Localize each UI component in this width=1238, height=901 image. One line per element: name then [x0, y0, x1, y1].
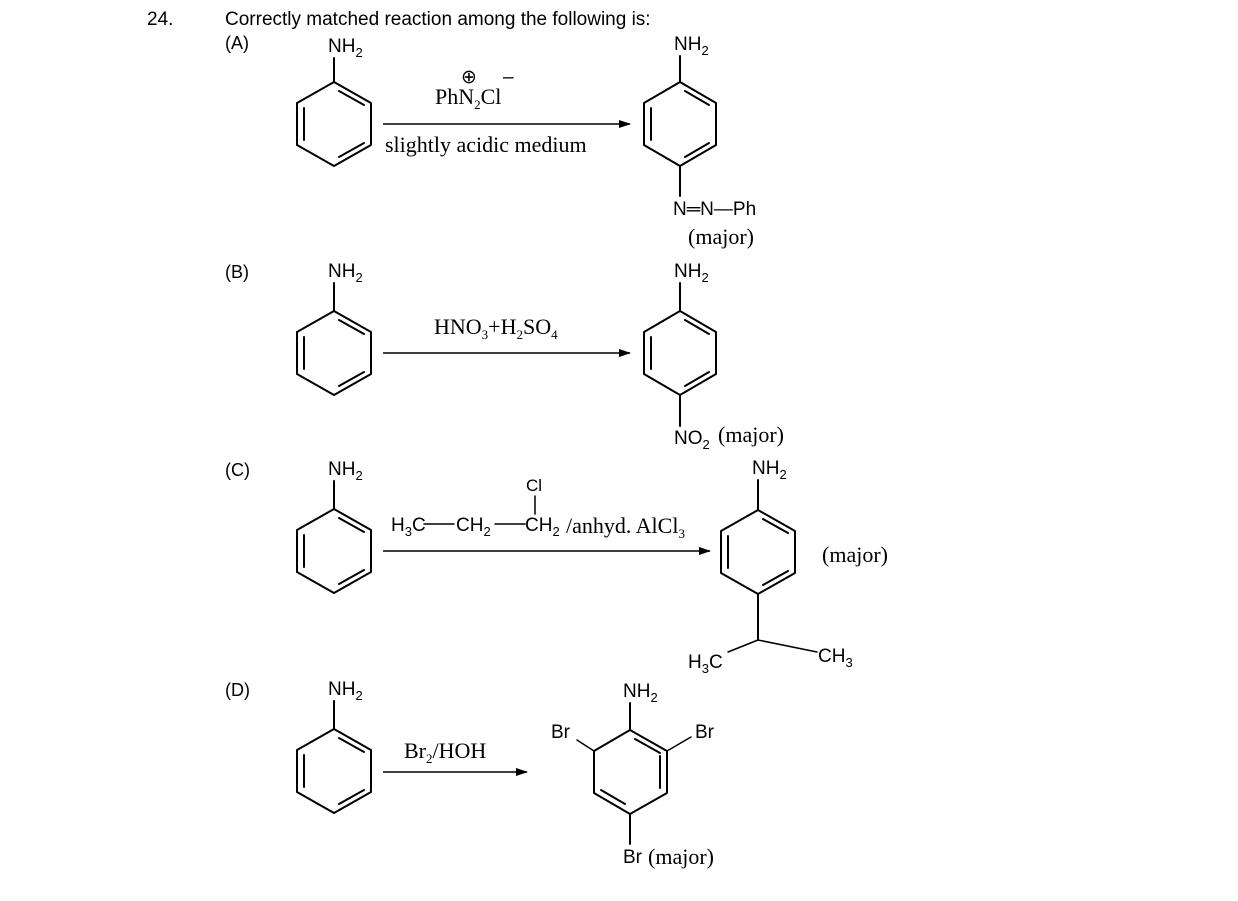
question-number: 24. — [147, 9, 173, 30]
benzene-ring — [720, 509, 796, 595]
bond-line — [727, 639, 759, 653]
option-a-label: (A) — [225, 33, 249, 53]
option-c-product-left: H3C — [688, 652, 723, 676]
reagent-ch2-b: CH2 — [525, 515, 560, 539]
option-c-reagent: Cl H3C CH2 CH2 /anhyd. AlCl3 — [383, 476, 711, 555]
option-d-reactant-group: NH2 — [328, 679, 363, 703]
option-a-reactant: NH2 — [296, 36, 372, 167]
benzene-ring — [296, 310, 372, 396]
option-d-reagent: Br2/HOH — [383, 738, 528, 776]
bond-line — [576, 739, 595, 752]
option-a-product-note: (major) — [688, 224, 754, 249]
option-a-product: NH2 N═N—Ph (major) — [643, 34, 756, 249]
option-d-product-bottom: Br — [623, 847, 643, 868]
option-c-label: (C) — [225, 460, 250, 480]
reagent-ch2-a: CH2 — [456, 515, 491, 539]
option-d-label: (D) — [225, 680, 250, 700]
option-d-product-note: (major) — [648, 844, 714, 869]
option-d: (D) NH2 Br2/HOH NH2 — [225, 679, 715, 869]
option-d-reactant: NH2 — [296, 679, 372, 814]
benzene-ring — [296, 728, 372, 814]
option-b-product-note: (major) — [718, 422, 784, 447]
option-d-reagent-text: Br2/HOH — [404, 738, 486, 766]
option-d-product-left: Br — [551, 722, 571, 743]
option-c-product-top: NH2 — [752, 458, 787, 482]
option-a-product-top: NH2 — [674, 34, 709, 58]
benzene-ring — [593, 729, 668, 815]
benzene-ring — [296, 508, 372, 594]
benzene-ring — [643, 81, 717, 167]
option-b-product-bottom: NO2 — [674, 428, 710, 452]
reagent-catalyst: /anhyd. AlCl3 — [566, 513, 685, 541]
option-c: (C) NH2 Cl H3C CH2 CH2 /anhyd. AlCl3 NH2 — [225, 458, 888, 676]
option-a-reagent-top: PhN2Cl — [435, 84, 501, 112]
option-c-reactant-group: NH2 — [328, 459, 363, 483]
charge-plus: ⊕ — [461, 67, 477, 88]
option-b-product-top: NH2 — [674, 261, 709, 285]
option-a: (A) NH2 ⊕ – PhN2Cl slightly acidic mediu… — [225, 33, 756, 249]
option-a-product-bottom: N═N—Ph — [673, 199, 756, 220]
option-b-reactant: NH2 — [296, 261, 372, 396]
reagent-h3c: H3C — [391, 515, 426, 539]
option-b-reagent-text: HNO3+H2SO4 — [434, 314, 558, 342]
option-b-label: (B) — [225, 262, 249, 282]
option-b-product: NH2 NO2 (major) — [643, 261, 784, 452]
option-c-product-right: CH3 — [818, 646, 853, 670]
benzene-ring — [643, 310, 717, 396]
benzene-ring — [296, 81, 372, 167]
bond-line — [666, 736, 692, 752]
option-a-reagent: ⊕ – PhN2Cl slightly acidic medium — [383, 67, 631, 157]
option-a-reactant-group: NH2 — [328, 36, 363, 60]
reagent-cl: Cl — [526, 476, 542, 495]
charge-minus: – — [503, 67, 514, 88]
option-a-reagent-bottom: slightly acidic medium — [385, 132, 587, 157]
option-b-reactant-group: NH2 — [328, 261, 363, 285]
question-text: Correctly matched reaction among the fol… — [225, 9, 651, 30]
option-c-reactant: NH2 — [296, 459, 372, 594]
option-d-product: NH2 Br Br Br (major) — [551, 681, 715, 869]
bond-line — [757, 639, 818, 653]
option-b-reagent: HNO3+H2SO4 — [383, 314, 631, 357]
option-b: (B) NH2 HNO3+H2SO4 NH2 — [225, 261, 784, 452]
option-d-product-right: Br — [695, 722, 715, 743]
option-d-product-top: NH2 — [623, 681, 658, 705]
option-c-product-note: (major) — [822, 542, 888, 567]
option-c-product: NH2 H3C CH3 (major) — [688, 458, 888, 676]
